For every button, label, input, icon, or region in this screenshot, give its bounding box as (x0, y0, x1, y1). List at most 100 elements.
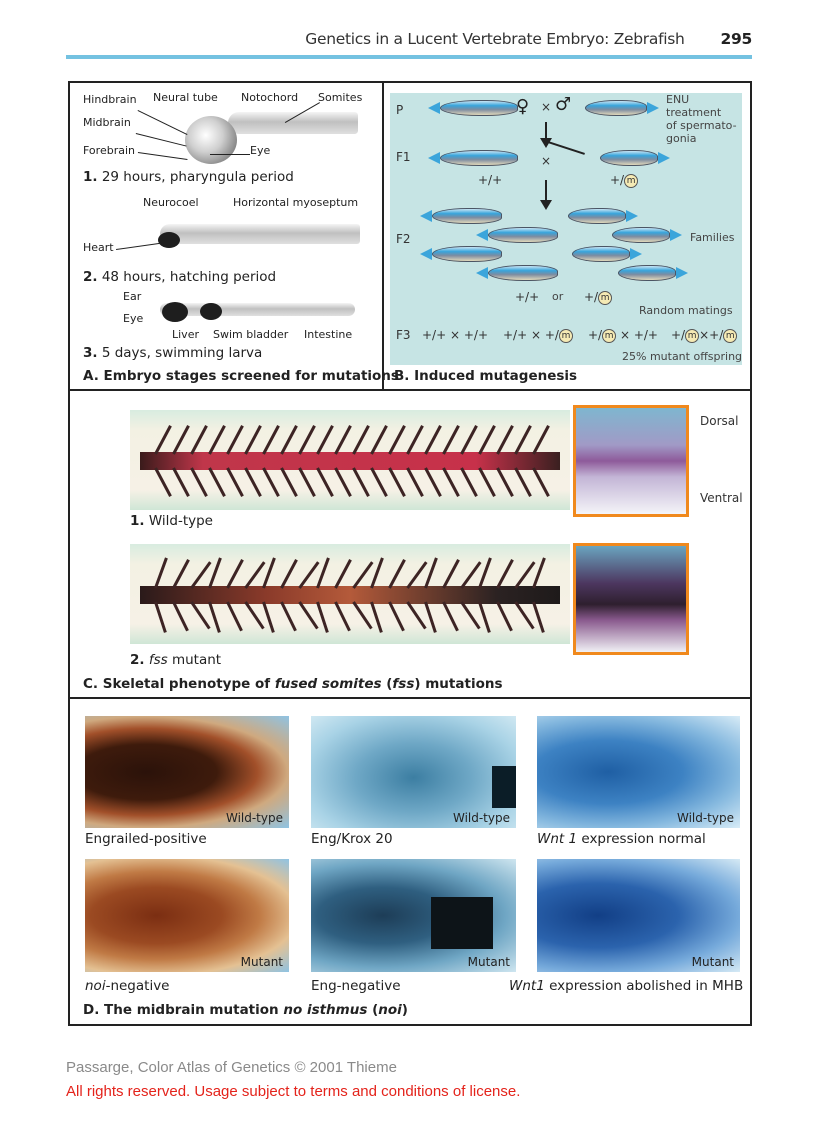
rib (460, 467, 478, 497)
mutant-inset-photo (573, 543, 689, 655)
panel-c-title: C. Skeletal phenotype of fused somites (… (83, 676, 503, 692)
embryo-48h-heart-spot (158, 232, 180, 248)
rib (352, 467, 370, 497)
divider-ab (382, 81, 384, 390)
rib (190, 425, 208, 455)
rib (154, 557, 168, 589)
random-matings-label: Random matings (639, 304, 733, 317)
rib (370, 601, 383, 633)
rib (514, 425, 532, 455)
label-somites: Somites (318, 91, 363, 104)
fish-icon (420, 208, 502, 224)
rib (208, 425, 226, 455)
rib (172, 425, 190, 455)
larva-eye-spot (162, 302, 188, 322)
rib (514, 467, 532, 497)
panel-a-title: A. Embryo stages screened for mutations (83, 368, 399, 384)
fish-icon (568, 208, 638, 224)
rib (460, 425, 478, 455)
engrailed-wildtype-photo: Wild-type (85, 716, 289, 828)
rib (208, 601, 221, 633)
rib (316, 425, 334, 455)
running-head: Genetics in a Lucent Vertebrate Embryo: … (0, 30, 752, 48)
noi-mutant-photo: Mutant (85, 859, 289, 972)
embryo-48h (160, 224, 360, 244)
label-heart: Heart (83, 241, 114, 254)
mutant-offspring-note: 25% mutant offspring (622, 350, 743, 363)
rib (334, 425, 352, 455)
photo-tag: Wild-type (225, 811, 283, 825)
rib (532, 601, 545, 633)
rib (532, 467, 550, 497)
rib (370, 467, 388, 497)
male-symbol-icon: ♂ (555, 94, 572, 115)
caption-wnt1-normal: Wnt 1 expression normal (537, 831, 706, 847)
rib (352, 601, 373, 630)
rib (280, 601, 297, 632)
wildtype-caption: 1. Wild-type (130, 513, 213, 529)
rib (334, 467, 352, 497)
rib (370, 425, 388, 455)
wnt1-mutant-photo: Mutant (537, 859, 740, 972)
rib (442, 601, 459, 632)
fish-icon (572, 246, 642, 262)
f3-cross-1: +/+ × +/+ (422, 328, 489, 342)
rib (226, 559, 244, 589)
families-label: Families (690, 231, 735, 244)
rib (172, 467, 190, 497)
rib (244, 467, 262, 497)
mutant-caption: 2. fss mutant (130, 652, 222, 668)
rib (514, 601, 535, 630)
fish-icon (618, 265, 688, 281)
mutant-allele-badge: m (558, 328, 573, 343)
or-label: or (552, 290, 564, 303)
photo-tag: Wild-type (676, 811, 734, 825)
gen-f2: F2 (396, 232, 411, 246)
rib (154, 425, 172, 455)
license-line: All rights reserved. Usage subject to te… (66, 1083, 521, 1100)
rib (298, 467, 316, 497)
fish-icon (428, 150, 518, 166)
rib (478, 601, 491, 633)
leader-eye (210, 154, 250, 155)
label-ear: Ear (123, 290, 142, 303)
label-midbrain: Midbrain (83, 116, 131, 129)
mutant-allele-badge: m (723, 328, 738, 343)
rib (316, 467, 334, 497)
larva-body (160, 303, 355, 316)
header-rule (66, 55, 752, 59)
eng-mutant-photo: Mutant (311, 859, 516, 972)
rib (262, 467, 280, 497)
fish-icon (585, 100, 659, 116)
cross-symbol: × (541, 100, 552, 114)
mutant-allele-badge: m (602, 328, 617, 343)
embryo-29h-tail (228, 112, 358, 134)
panel-d-title: D. The midbrain mutation no isthmus (noi… (83, 1002, 408, 1018)
figure-frame (68, 81, 752, 1026)
wildtype-skeleton-photo (130, 410, 570, 510)
wildtype-inset-photo (573, 405, 689, 517)
rib (388, 559, 406, 589)
running-title: Genetics in a Lucent Vertebrate Embryo: … (305, 30, 685, 48)
cross-symbol: × (541, 154, 552, 168)
rib (244, 425, 262, 455)
enu-note: ENU treatment of spermato- gonia (666, 93, 737, 145)
stain-band (431, 897, 493, 949)
genotype-het: +/m (610, 173, 639, 188)
eng-krox-wildtype-photo: Wild-type (311, 716, 516, 828)
rib (244, 601, 265, 630)
rib (442, 559, 460, 589)
page-number: 295 (720, 30, 753, 48)
rib (280, 467, 298, 497)
photo-tag: Mutant (240, 955, 283, 969)
label-notochord: Notochord (241, 91, 299, 104)
rib (496, 467, 514, 497)
rib (154, 601, 167, 633)
ventral-label: Ventral (700, 491, 743, 505)
rib (334, 601, 351, 632)
genotype-wt: +/+ (478, 173, 503, 187)
label-neural-tube: Neural tube (153, 91, 218, 104)
photo-tag: Wild-type (452, 811, 510, 825)
label-liver: Liver (172, 328, 199, 341)
rib (424, 467, 442, 497)
